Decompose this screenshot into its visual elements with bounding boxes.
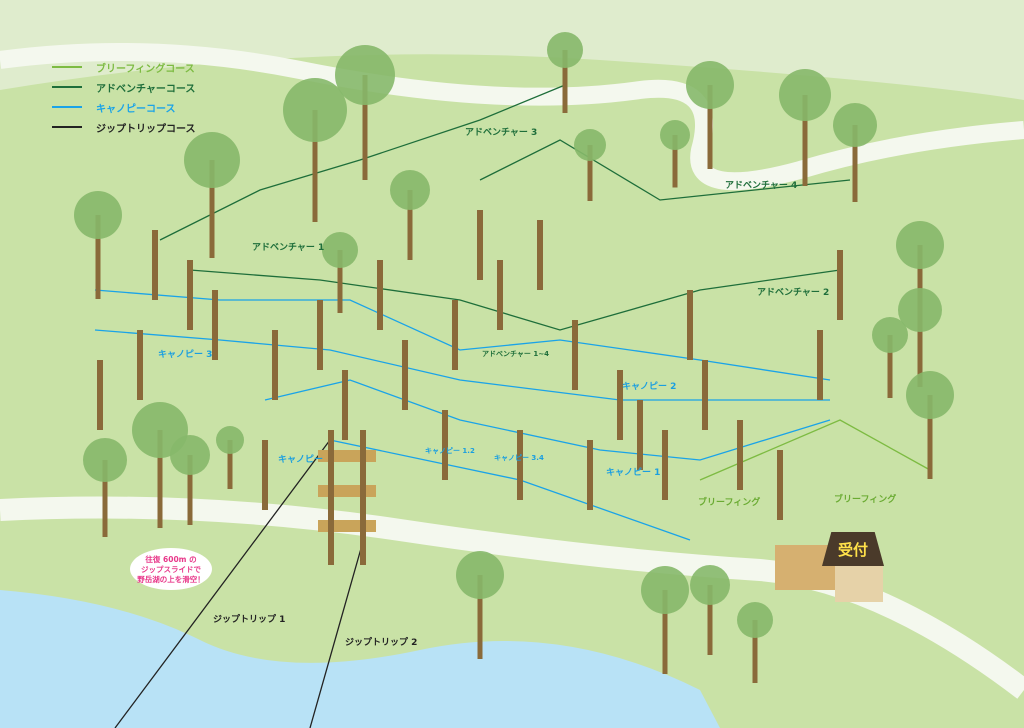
tree-icon — [390, 170, 430, 260]
tree-icon — [74, 191, 122, 299]
tree-icon — [779, 69, 831, 186]
legend-ziptrip: ジップトリップコース — [52, 117, 196, 137]
label-adventure-2: アドベンチャー 2 — [757, 288, 830, 298]
tree-icon — [641, 566, 689, 674]
terrain — [0, 43, 1024, 728]
label-canopy-1: キャノピー 1 — [606, 468, 661, 478]
course-line — [189, 269, 841, 331]
tree-icon — [872, 317, 908, 398]
tree-icon — [456, 551, 504, 659]
legend-swatch — [52, 86, 82, 88]
course-line — [309, 544, 363, 728]
platform-post — [617, 370, 623, 440]
platform-post — [737, 420, 743, 490]
platform-post — [817, 330, 823, 400]
course-line — [479, 139, 851, 201]
tree-icon — [83, 438, 127, 537]
platform-post — [497, 260, 503, 330]
platform-post — [537, 220, 543, 290]
tree-icon — [335, 45, 395, 180]
tree-icon — [322, 232, 358, 313]
label-ziptrip-2: ジップトリップ 2 — [345, 638, 418, 648]
tree-icon — [547, 32, 583, 113]
zip-tower — [318, 430, 883, 602]
trees — [74, 32, 954, 683]
platform-post — [272, 330, 278, 400]
label-adventure-1: アドベンチャー 1 — [252, 243, 325, 253]
platform-post — [262, 440, 268, 510]
course-line — [264, 379, 831, 461]
platform-post — [452, 300, 458, 370]
tree-icon — [574, 129, 606, 201]
platform-post — [402, 340, 408, 410]
tree-icon — [184, 132, 240, 258]
platform-post — [777, 450, 783, 520]
label-adventure-3: アドベンチャー 3 — [465, 128, 538, 138]
label-canopy-3-4: キャノピー 3.4 — [494, 454, 544, 462]
speech-bubble: 往復 600m の ジップスライドで 野岳湖の上を滑空！ — [130, 548, 212, 590]
legend-adventure: アドベンチャーコース — [52, 77, 196, 97]
tree-icon — [906, 371, 954, 479]
lake — [0, 590, 720, 728]
tree-icon — [833, 103, 877, 202]
platform-post — [587, 440, 593, 510]
tree-icon — [898, 288, 942, 387]
tree-icon — [690, 565, 730, 655]
legend-swatch — [52, 126, 82, 128]
platform-post — [187, 260, 193, 330]
tree-icon — [896, 221, 944, 329]
legend-canopy: キャノピーコース — [52, 97, 196, 117]
tree-icon — [686, 61, 734, 169]
course-line — [699, 419, 931, 481]
course-line — [159, 84, 566, 241]
tree-icon — [737, 602, 773, 683]
label-briefing-1: ブリーフィング — [698, 498, 761, 508]
legend-briefing: ブリーフィングコース — [52, 57, 196, 77]
tree-icon — [216, 426, 244, 489]
label-canopy-3: キャノピー 3 — [158, 350, 213, 360]
platform-post — [377, 260, 383, 330]
platform-post — [152, 230, 158, 300]
course-lines — [94, 84, 931, 728]
platform-post — [97, 360, 103, 430]
legend-swatch — [52, 66, 82, 68]
course-line — [94, 329, 830, 401]
platform-post — [662, 430, 668, 500]
platform-post — [477, 210, 483, 280]
tree-icon — [660, 120, 690, 188]
platform-post — [837, 250, 843, 320]
course-line — [94, 289, 831, 381]
label-ziptrip-1: ジップトリップ 1 — [213, 615, 286, 625]
legend: ブリーフィングコース アドベンチャーコース キャノピーコース ジップトリップコー… — [52, 57, 196, 137]
label-adventure-1-4: アドベンチャー 1~4 — [482, 350, 549, 358]
platform-post — [442, 410, 448, 480]
platform-post — [637, 400, 643, 470]
label-canopy-2: キャノピー 2 — [622, 382, 677, 392]
platform-post — [517, 430, 523, 500]
tree-icon — [283, 78, 347, 222]
label-adventure-4: アドベンチャー 4 — [725, 181, 798, 191]
reception-building: 受付 — [822, 532, 884, 566]
legend-swatch — [52, 106, 82, 108]
platform-post — [137, 330, 143, 400]
label-canopy-4: キャノピー — [278, 455, 324, 465]
tree-icon — [170, 435, 210, 525]
course-line — [114, 439, 331, 728]
platform-post — [317, 300, 323, 370]
platform-post — [687, 290, 693, 360]
platform-post — [342, 370, 348, 440]
label-canopy-1-2: キャノピー 1.2 — [425, 447, 475, 455]
platform-post — [572, 320, 578, 390]
label-briefing-2: ブリーフィング — [834, 495, 897, 505]
platform-post — [702, 360, 708, 430]
platform-post — [212, 290, 218, 360]
